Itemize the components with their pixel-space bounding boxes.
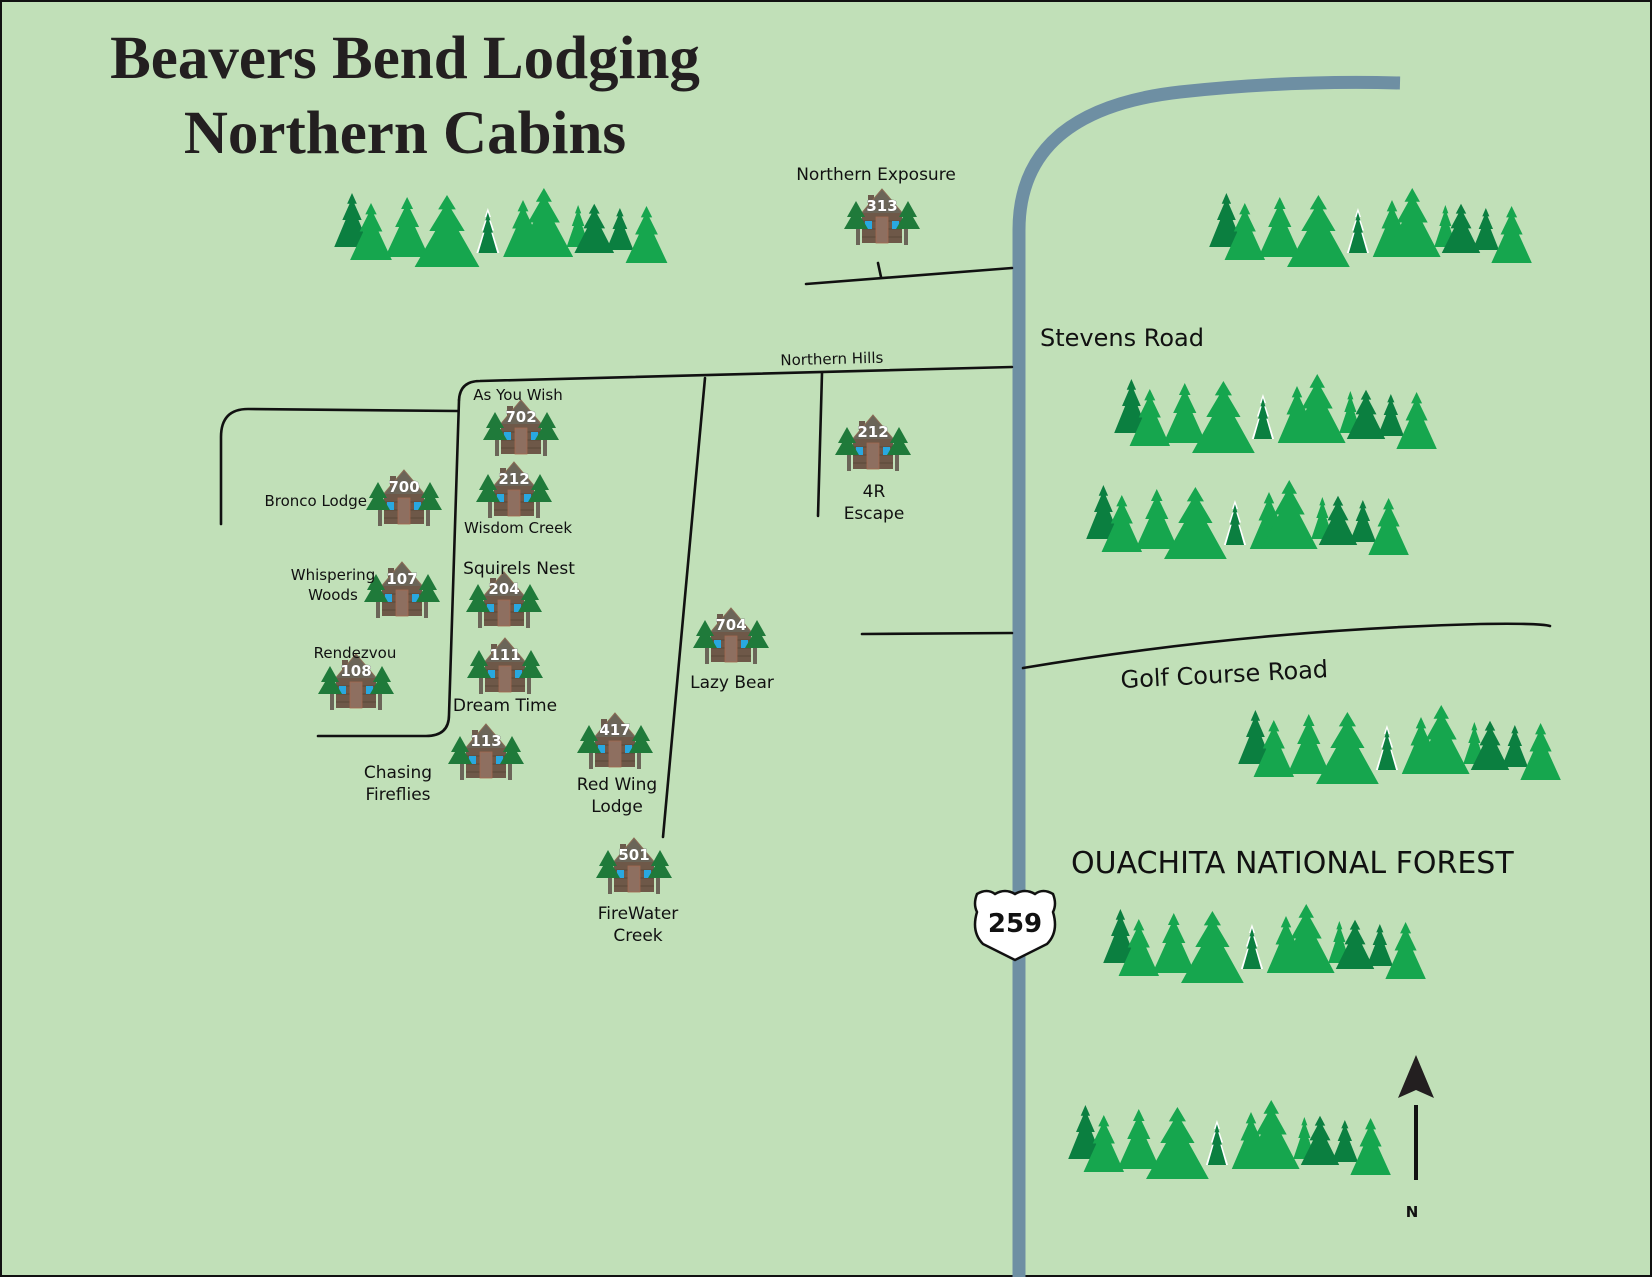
north-arrow-icon	[1398, 1055, 1434, 1098]
road-northern-hills[interactable]	[457, 365, 1014, 402]
cabin-number: 501	[618, 846, 649, 864]
road-network	[219, 261, 1552, 839]
cabins-layer: 313 Northern Exposure 702 As You Wish 212Wis…	[264, 165, 955, 946]
cabin-marker[interactable]: 313 Northern Exposure	[796, 165, 956, 246]
road-4r-escape-branch[interactable]	[816, 371, 824, 518]
cabin-number: 108	[340, 662, 371, 680]
highway-shield-259[interactable]: 259	[973, 889, 1057, 962]
north-arrow-label: N	[1406, 1203, 1419, 1221]
cabin-number: 111	[489, 646, 520, 664]
cabin-name: Rendezvou	[314, 644, 397, 662]
cabin-marker[interactable]: 702 As You Wish	[473, 386, 563, 457]
cabin-name: Dream Time	[453, 696, 557, 716]
cabin-name: Lazy Bear	[690, 673, 774, 693]
cabin-number: 417	[599, 721, 630, 739]
cabin-number: 702	[505, 408, 536, 426]
cabin-number: 204	[488, 580, 519, 598]
map-title-line2: Northern Cabins	[184, 100, 626, 167]
map-title-line1: Beavers Bend Lodging	[110, 25, 700, 92]
road-golf-course-west[interactable]	[860, 631, 1014, 636]
cabin-name: Wisdom Creek	[464, 519, 572, 537]
cabin-name: As You Wish	[473, 386, 562, 404]
cabin-number: 700	[388, 478, 419, 496]
cabin-number: 212	[498, 470, 529, 488]
cabin-number: 313	[866, 197, 897, 215]
road-label-stevens-road: Stevens Road	[1040, 324, 1204, 352]
cabin-name: Bronco Lodge	[264, 492, 367, 510]
road-northern-hills-inner[interactable]	[316, 398, 461, 738]
highway-259[interactable]	[1012, 75, 1401, 1277]
cabin-number: 113	[470, 732, 501, 750]
road-northern-hills-west-loop[interactable]	[219, 407, 460, 526]
road-lazy-bear-branch[interactable]	[661, 376, 707, 839]
road-label-northern-hills: Northern Hills	[780, 349, 884, 370]
driveway-313[interactable]	[876, 261, 883, 279]
cabin-name: Northern Exposure	[796, 165, 956, 185]
region-label-ouachita: OUACHITA NATIONAL FOREST	[1071, 846, 1514, 881]
north-arrow: N	[1398, 1055, 1434, 1221]
cabin-number: 107	[386, 570, 417, 588]
highway-shield-number: 259	[988, 909, 1042, 939]
cabin-name: Squirels Nest	[463, 559, 575, 579]
cabin-number: 704	[715, 616, 746, 634]
road-golf-course[interactable]	[1021, 622, 1552, 670]
cabin-number: 212	[857, 423, 888, 441]
road-northern-exposure-spur[interactable]	[804, 266, 1014, 286]
